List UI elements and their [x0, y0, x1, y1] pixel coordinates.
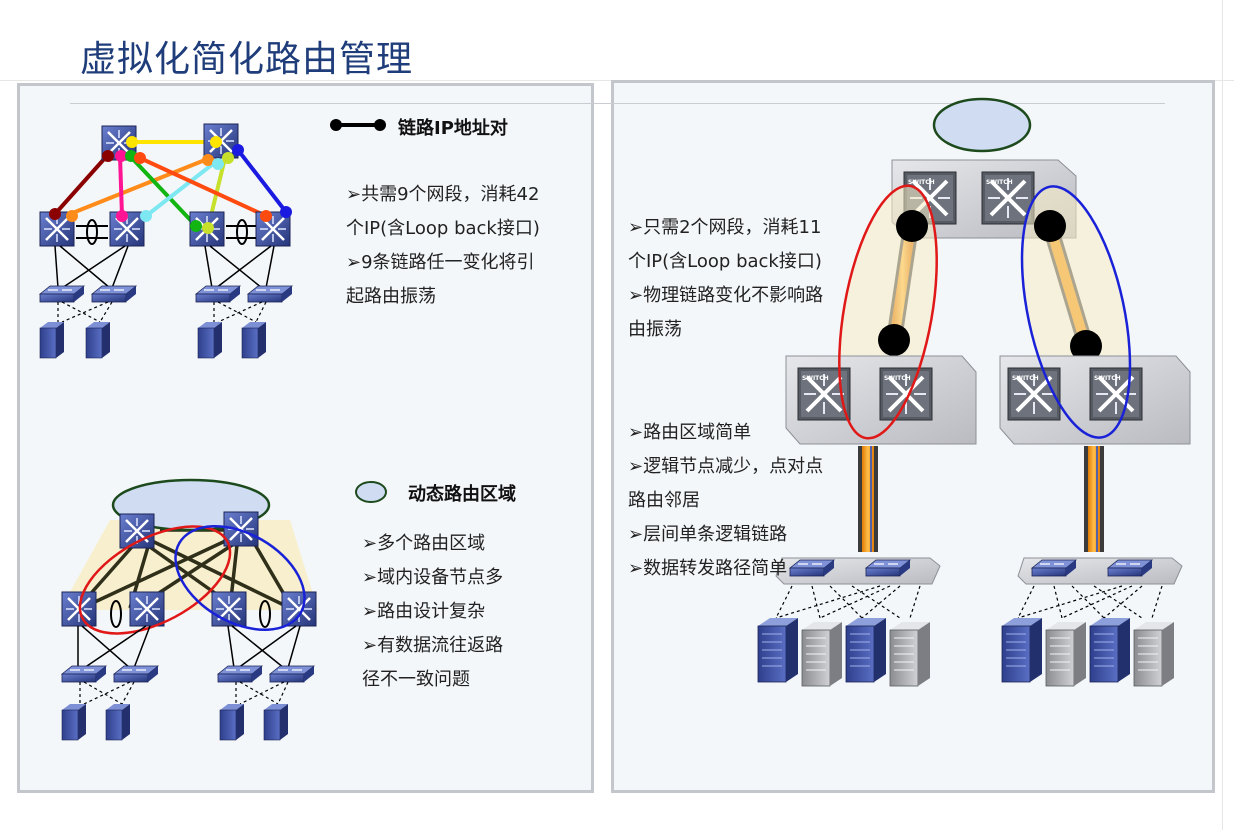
- switch-label: SWITCH: [1094, 375, 1121, 382]
- note-line: ➢数据转发路径简单: [628, 558, 788, 579]
- note-line: ➢9条链路任一变化将引: [346, 252, 535, 273]
- routing-area-topology: [60, 478, 318, 741]
- switch-label: SWITCH: [986, 179, 1013, 186]
- note-line: ➢路由区域简单: [628, 422, 752, 443]
- page-edge-rule: [1222, 0, 1223, 830]
- page-title: 虚拟化简化路由管理: [80, 39, 414, 80]
- switch-label: SWITCH: [908, 179, 935, 186]
- traditional-notes: ➢共需9个网段，消耗42 个IP(含Loop back接口) ➢9条链路任一变化…: [346, 178, 540, 314]
- note-line: ➢有数据流往返路: [362, 635, 504, 656]
- note-line: ➢只需2个网段，消耗11: [628, 217, 822, 238]
- note-line: ➢路由设计复杂: [362, 601, 486, 622]
- note-line: 径不一致问题: [362, 669, 470, 690]
- note-line: 起路由振荡: [346, 286, 436, 307]
- note-line: ➢逻辑节点减少，点对点: [628, 456, 824, 477]
- note-line: ➢物理链路变化不影响路: [628, 285, 824, 306]
- legend-routing-area: 动态路由区域: [408, 484, 516, 505]
- panel-rule: [70, 103, 1165, 104]
- note-line: ➢域内设备节点多: [362, 567, 504, 588]
- switch-label: SWITCH: [1012, 375, 1039, 382]
- area-notes: ➢多个路由区域 ➢域内设备节点多 ➢路由设计复杂 ➢有数据流往返路 径不一致问题: [362, 527, 503, 697]
- switch-label: SWITCH: [884, 375, 911, 382]
- note-line: ➢层间单条逻辑链路: [628, 524, 788, 545]
- routing-area-icon: [355, 481, 387, 503]
- traditional-topology: [38, 122, 293, 359]
- virtualized-topology: [757, 97, 1191, 687]
- virtualized-notes: ➢只需2个网段，消耗11 个IP(含Loop back接口) ➢物理链路变化不影…: [628, 211, 823, 347]
- switch-label: SWITCH: [802, 375, 829, 382]
- link-ip-pair-icon: [330, 119, 386, 131]
- note-line: 个IP(含Loop back接口): [628, 251, 822, 272]
- virtualized-benefits: ➢路由区域简单 ➢逻辑节点减少，点对点 路由邻居 ➢层间单条逻辑链路 ➢数据转发…: [628, 416, 823, 586]
- note-line: 由振荡: [628, 319, 682, 340]
- note-line: 个IP(含Loop back接口): [346, 218, 540, 239]
- note-line: ➢共需9个网段，消耗42: [346, 184, 540, 205]
- note-line: 路由邻居: [628, 490, 700, 511]
- legend-link-ip-pair: 链路IP地址对: [398, 118, 508, 139]
- note-line: ➢多个路由区域: [362, 533, 486, 554]
